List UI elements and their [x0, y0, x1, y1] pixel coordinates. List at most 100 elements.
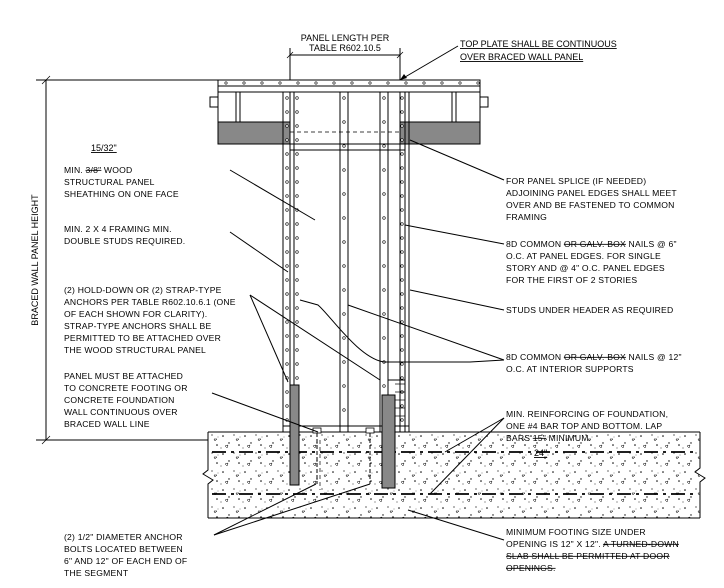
nail-dot — [400, 138, 404, 142]
nail-dot — [400, 236, 404, 240]
interior-nails-line-2: O.C. AT INTERIOR SUPPORTS — [506, 364, 634, 374]
nail-dot — [295, 292, 299, 296]
nail-dot — [295, 96, 299, 100]
nail-dot — [224, 81, 228, 85]
sheathing-suffix: WOOD — [101, 165, 132, 175]
nail-dot — [368, 81, 372, 85]
concrete-line-2: TO CONCRETE FOOTING OR — [64, 383, 188, 393]
footing-struck-1: A TURNED-DOWN — [603, 539, 679, 549]
nail-dot — [342, 192, 346, 196]
nail-dot — [350, 81, 354, 85]
nail-dot — [295, 320, 299, 324]
nail-dot — [295, 306, 299, 310]
panel-edge-nails — [224, 81, 480, 422]
nail-dot — [278, 81, 282, 85]
nail-dot — [285, 166, 289, 170]
concrete-line-5: BRACED WALL LINE — [64, 419, 150, 429]
edge-nails-suffix: NAILS @ 6" — [626, 239, 677, 249]
nail-dot — [382, 192, 386, 196]
nail-dot — [342, 312, 346, 316]
anchor-line-1: (2) 1/2" DIAMETER ANCHOR — [64, 532, 183, 542]
concrete-foundation — [202, 431, 706, 519]
nail-dot — [285, 320, 289, 324]
nail-dot — [295, 376, 299, 380]
nail-dot — [458, 81, 462, 85]
callout-reinforcing: MIN. REINFORCING OF FOUNDATION, ONE #4 B… — [506, 409, 668, 443]
nail-dot — [400, 194, 404, 198]
panel-length-line-1: PANEL LENGTH PER — [301, 33, 390, 43]
nail-dot — [260, 81, 264, 85]
footing-struck-2: SLAB SHALL BE PERMITTED AT DOOR — [506, 551, 670, 561]
nail-dot — [285, 390, 289, 394]
anchor-bolts — [312, 427, 375, 484]
nail-dot — [295, 334, 299, 338]
nail-dot — [382, 168, 386, 172]
concrete-line-4: WALL CONTINUOUS OVER — [64, 407, 178, 417]
reinforcing-struck: 15" — [533, 433, 546, 443]
nail-dot — [285, 208, 289, 212]
callout-framing: MIN. 2 X 4 FRAMING MIN. DOUBLE STUDS REQ… — [64, 224, 185, 246]
nail-dot — [285, 152, 289, 156]
nail-dot — [314, 81, 318, 85]
nail-dot — [400, 334, 404, 338]
sheathing-struck: 3/8" — [86, 165, 102, 175]
anchor-line-3: 6" AND 12" OF EACH END OF — [64, 556, 187, 566]
panel-length-line-2: TABLE R602.10.5 — [309, 43, 381, 53]
nail-dot — [400, 166, 404, 170]
interior-nails-suffix: NAILS @ 12" — [626, 352, 682, 362]
nail-dot — [295, 250, 299, 254]
nail-dot — [400, 278, 404, 282]
nail-dot — [285, 264, 289, 268]
wall-height-dimension: BRACED WALL PANEL HEIGHT — [30, 75, 218, 445]
nail-dot — [285, 236, 289, 240]
framing-line-2: DOUBLE STUDS REQUIRED. — [64, 236, 185, 246]
hold-down-line-1: (2) HOLD-DOWN OR (2) STRAP-TYPE — [64, 285, 222, 295]
interior-nails-struck: OR GALV. BOX — [564, 352, 626, 362]
hold-down-line-5: PERMITTED TO BE ATTACHED OVER — [64, 333, 221, 343]
nail-dot — [400, 96, 404, 100]
edge-nails-line-4: FOR THE FIRST OF 2 STORIES — [506, 275, 637, 285]
sheathing-line-2: STRUCTURAL PANEL — [64, 177, 155, 187]
nail-dot — [342, 96, 346, 100]
nail-dot — [382, 216, 386, 220]
nail-dot — [342, 384, 346, 388]
nail-dot — [295, 180, 299, 184]
callout-edge-nails: 8D COMMON OR GALV. BOX NAILS @ 6" O.C. A… — [506, 239, 677, 285]
nail-dot — [295, 264, 299, 268]
hold-down-line-4: STRAP-TYPE ANCHORS SHALL BE — [64, 321, 211, 331]
nail-dot — [400, 376, 404, 380]
callout-footing: MINIMUM FOOTING SIZE UNDER OPENING IS 12… — [506, 527, 679, 573]
footing-struck-3: OPENINGS. — [506, 563, 556, 573]
framing-line-1: MIN. 2 X 4 FRAMING MIN. — [64, 224, 172, 234]
edge-nails-line-3: STORY AND @ 4" O.C. PANEL EDGES — [506, 263, 665, 273]
nail-dot — [342, 264, 346, 268]
nail-dot — [382, 312, 386, 316]
nail-dot — [382, 144, 386, 148]
nail-dot — [295, 236, 299, 240]
nail-dot — [400, 362, 404, 366]
nail-dot — [400, 418, 404, 422]
nail-dot — [285, 348, 289, 352]
leader-lines — [211, 45, 505, 541]
nail-dot — [400, 348, 404, 352]
nail-dot — [400, 306, 404, 310]
nail-dot — [382, 384, 386, 388]
sheathing-prefix: MIN. — [64, 165, 86, 175]
nail-dot — [342, 120, 346, 124]
sheathing-line-3: SHEATHING ON ONE FACE — [64, 189, 179, 199]
nail-dot — [295, 348, 299, 352]
nail-dot — [400, 110, 404, 114]
callout-studs: STUDS UNDER HEADER AS REQUIRED — [506, 305, 673, 315]
anchor-line-4: THE SEGMENT — [64, 568, 129, 578]
edge-nails-line-2: O.C. AT PANEL EDGES. FOR SINGLE — [506, 251, 661, 261]
footing-line-1: MINIMUM FOOTING SIZE UNDER — [506, 527, 646, 537]
sheathing-thickness: 15/32" — [91, 143, 117, 153]
edge-nails-struck: OR GALV. BOX — [564, 239, 626, 249]
nail-dot — [382, 288, 386, 292]
top-plate-line-2: OVER BRACED WALL PANEL — [460, 52, 583, 62]
nail-dot — [386, 81, 390, 85]
reinforcing-line-1: MIN. REINFORCING OF FOUNDATION, — [506, 409, 668, 419]
nail-dot — [422, 81, 426, 85]
callout-top-plate: TOP PLATE SHALL BE CONTINUOUS OVER BRACE… — [460, 39, 617, 62]
